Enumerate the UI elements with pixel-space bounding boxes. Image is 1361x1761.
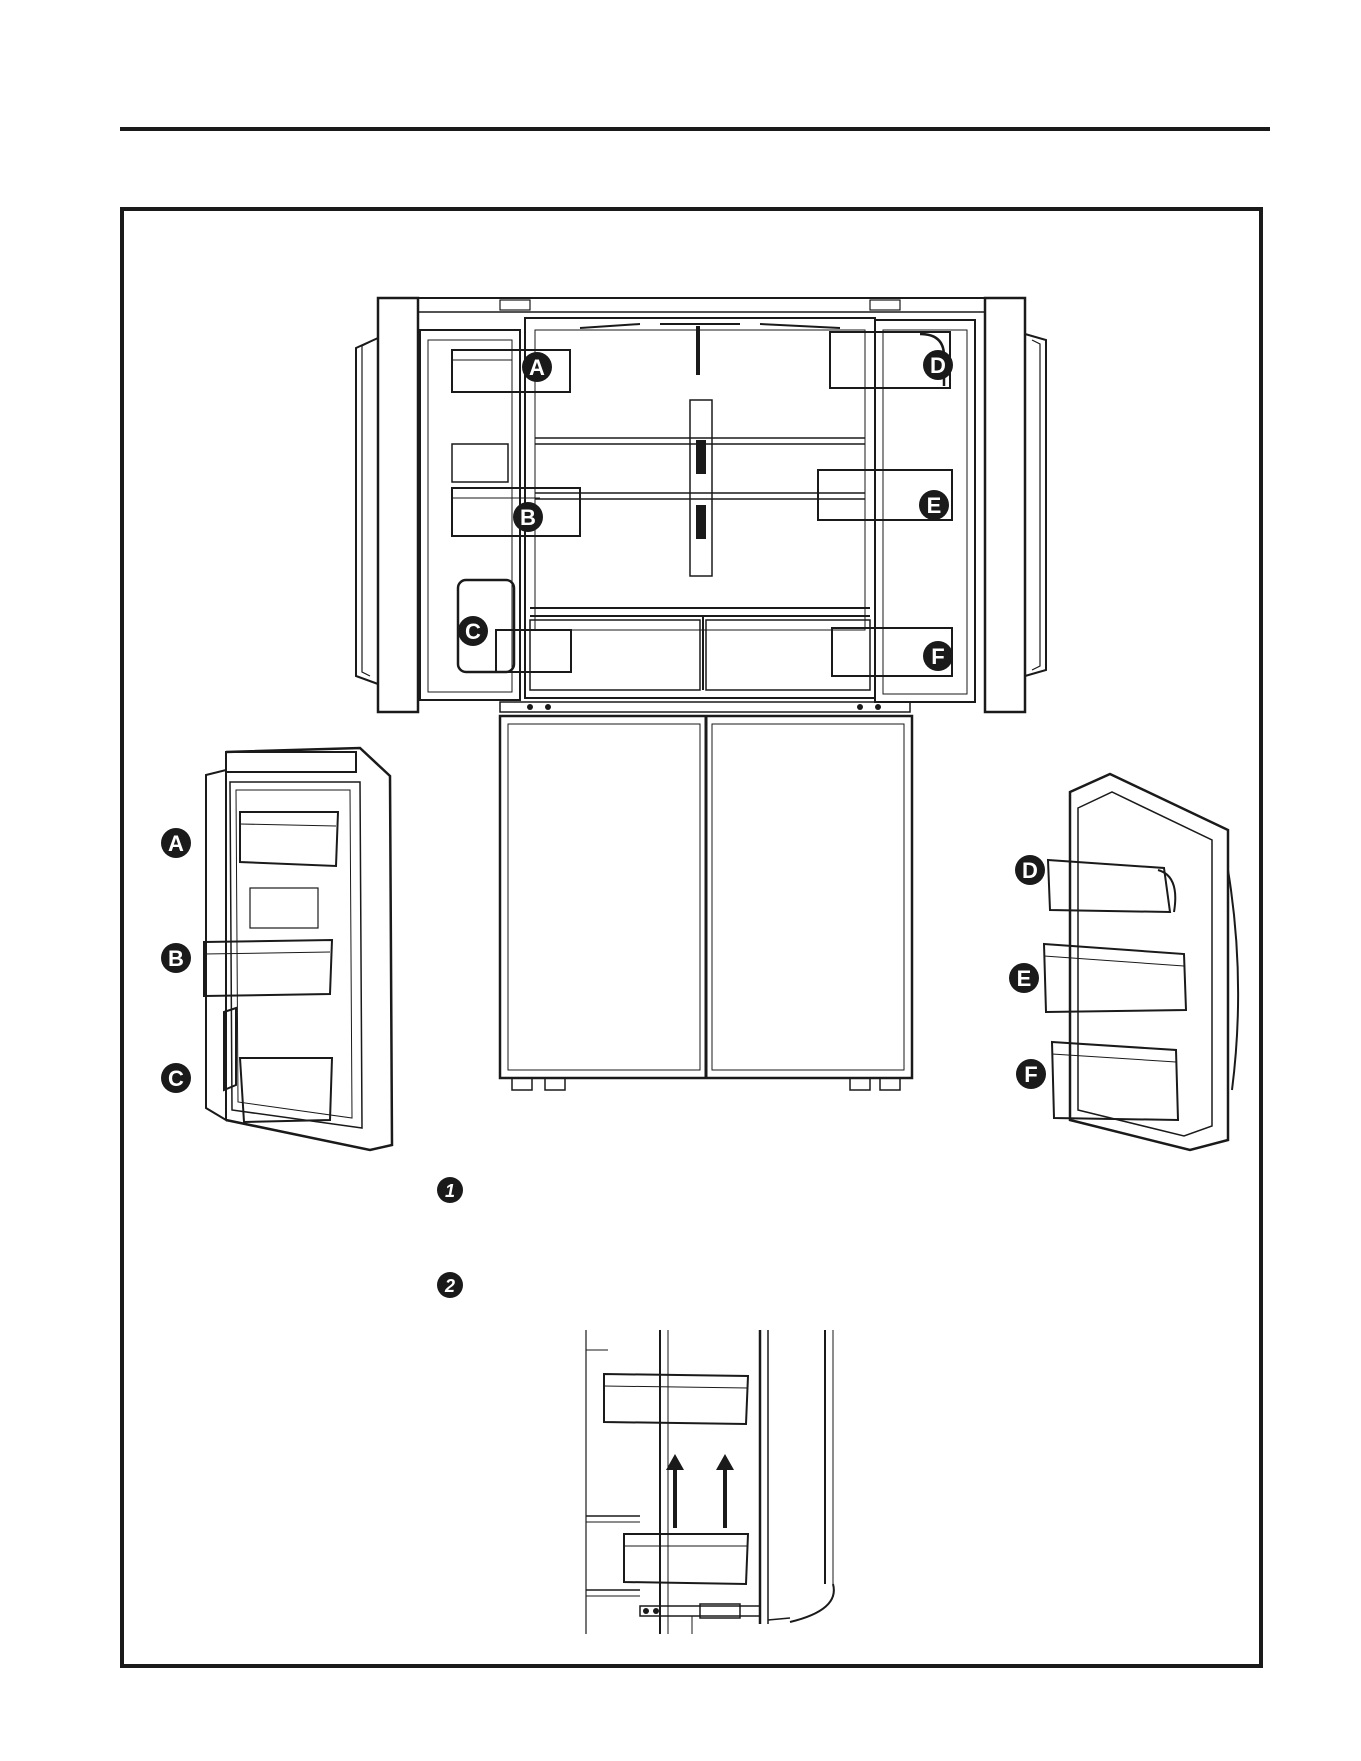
callout-right-f: F [1016, 1059, 1046, 1089]
refrigerator-open-doors-icon [356, 298, 1046, 1090]
svg-text:E: E [927, 493, 942, 518]
svg-text:1: 1 [445, 1181, 455, 1201]
right-door-bins-icon [1044, 774, 1238, 1150]
svg-text:A: A [529, 355, 545, 380]
callout-left-c: C [161, 1063, 191, 1093]
svg-text:A: A [168, 831, 184, 856]
svg-text:B: B [168, 946, 184, 971]
svg-text:D: D [1022, 858, 1038, 883]
callout-main-a: A [522, 352, 552, 382]
callout-main-e: E [919, 490, 949, 520]
svg-text:F: F [931, 644, 944, 669]
callout-left-b: B [161, 943, 191, 973]
svg-text:B: B [520, 505, 536, 530]
callout-main-d: D [923, 350, 953, 380]
callout-right-e: E [1009, 963, 1039, 993]
svg-text:2: 2 [444, 1276, 455, 1296]
callout-left-a: A [161, 828, 191, 858]
svg-text:C: C [465, 619, 481, 644]
callout-main-b: B [513, 502, 543, 532]
step-2-marker: 2 [437, 1272, 463, 1298]
svg-text:D: D [930, 353, 946, 378]
callout-right-d: D [1015, 855, 1045, 885]
svg-text:F: F [1024, 1062, 1037, 1087]
callout-main-c: C [458, 616, 488, 646]
left-door-bins-icon [204, 748, 392, 1150]
svg-text:E: E [1017, 966, 1032, 991]
svg-text:C: C [168, 1066, 184, 1091]
step-1-marker: 1 [437, 1177, 463, 1203]
callout-main-f: F [923, 641, 953, 671]
bin-lift-arrows-icon [586, 1330, 834, 1634]
